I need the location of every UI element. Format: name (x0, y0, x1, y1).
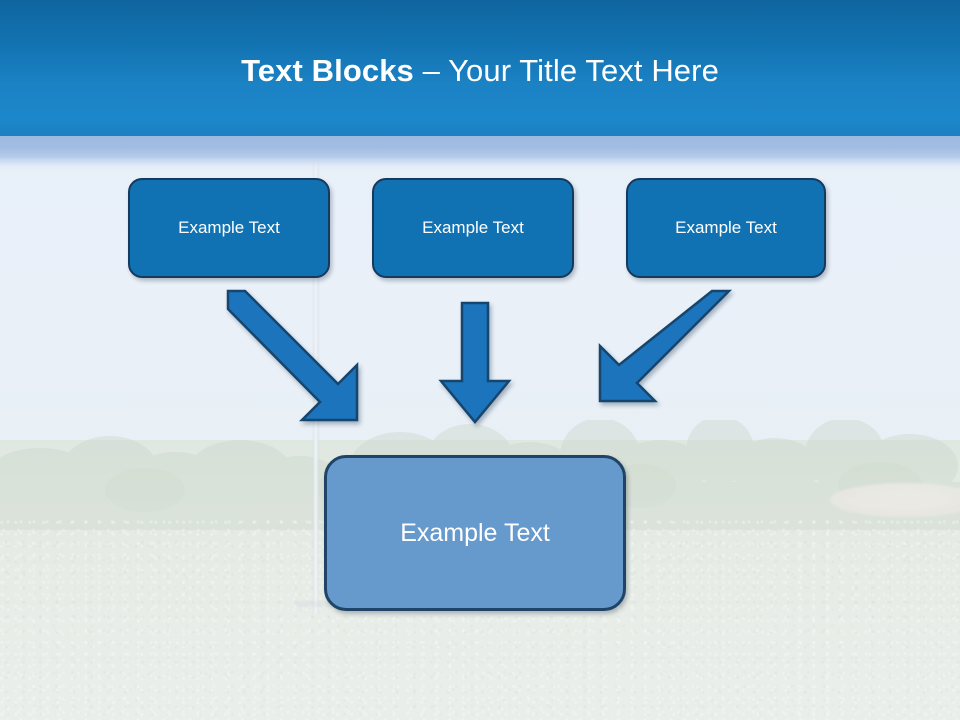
text-block-result[interactable]: Example Text (324, 455, 626, 611)
text-block-1-label: Example Text (178, 218, 280, 237)
page-title-separator: – (413, 53, 449, 88)
text-block-3[interactable]: Example Text (626, 178, 826, 278)
page-title: Text Blocks – Your Title Text Here (0, 52, 960, 90)
text-block-1[interactable]: Example Text (128, 178, 330, 278)
title-accent-fade (0, 158, 960, 172)
text-block-2[interactable]: Example Text (372, 178, 574, 278)
page-title-strong: Text Blocks (241, 53, 414, 88)
title-bar (0, 0, 960, 136)
page-title-light: Your Title Text Here (448, 53, 719, 88)
text-block-3-label: Example Text (675, 218, 777, 237)
text-block-2-label: Example Text (422, 218, 524, 237)
text-block-result-label: Example Text (400, 518, 550, 547)
title-accent-band (0, 136, 960, 158)
